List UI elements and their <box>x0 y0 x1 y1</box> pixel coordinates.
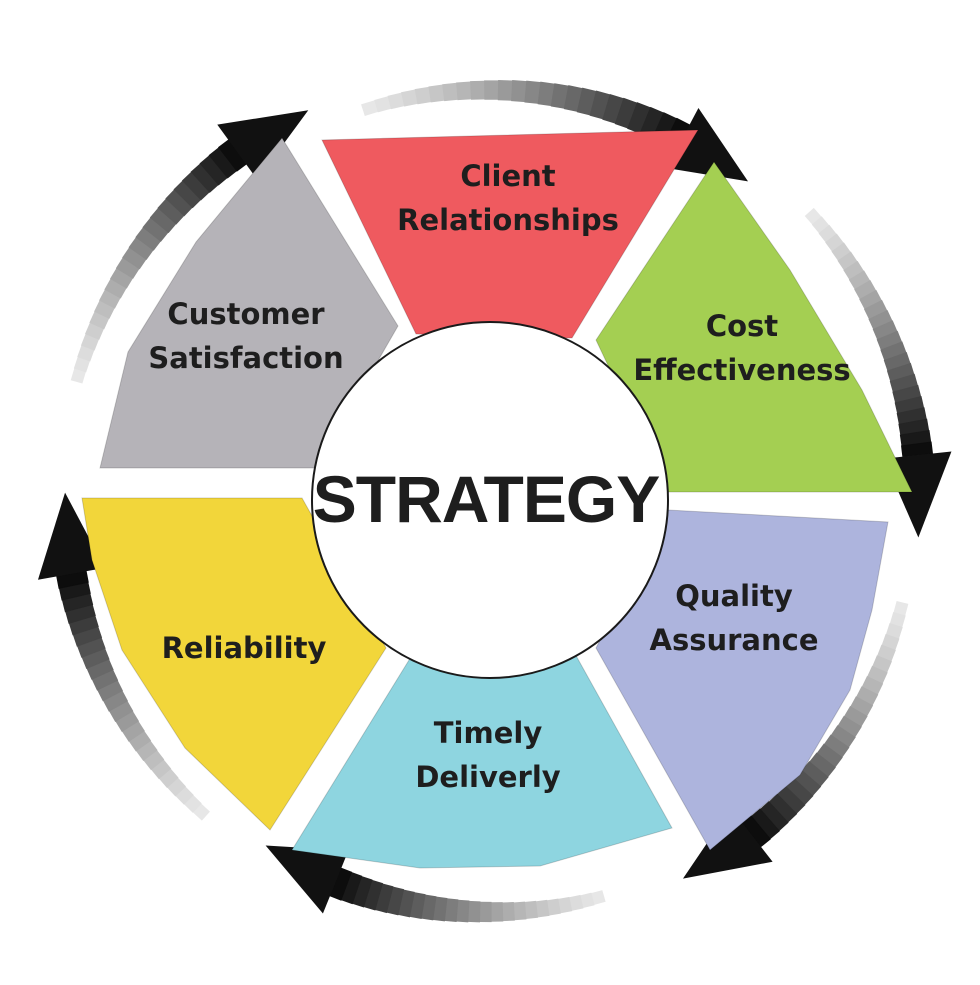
segment-label: Effectiveness <box>633 353 850 387</box>
arrow-tail-part <box>456 81 472 101</box>
segment-shape <box>99 137 399 469</box>
cycle-arrow <box>265 845 606 923</box>
segment-label: Cost <box>706 309 778 343</box>
cycle-arrows <box>37 79 952 923</box>
cycle-arrow <box>682 600 909 879</box>
arrow-tail-part <box>414 86 432 105</box>
arrow-tail-part <box>511 80 528 103</box>
segment-label: Customer <box>167 297 325 331</box>
segment-label: Assurance <box>650 623 819 657</box>
center-title: STRATEGY <box>313 462 659 536</box>
segment-reliability: Reliability <box>81 497 387 831</box>
arrow-tail-part <box>524 900 538 919</box>
cycle-arrow <box>70 110 309 384</box>
arrow-tail-part <box>329 867 353 901</box>
arrow-head <box>265 845 349 914</box>
arrow-tail-part <box>513 901 527 921</box>
segment-label: Deliverly <box>415 760 560 794</box>
arrow-tail-part <box>535 899 550 918</box>
segment-label: Satisfaction <box>148 341 343 375</box>
arrow-tail-part <box>467 900 481 923</box>
arrow-tail-part <box>497 79 513 101</box>
segment-label: Client <box>460 159 555 193</box>
cycle-arrow <box>37 492 210 821</box>
segments: ClientRelationshipsCostEffectivenessQual… <box>81 129 913 869</box>
segment-label: Relationships <box>397 203 619 237</box>
cycle-arrow <box>361 79 749 182</box>
arrow-tail-part <box>490 902 504 922</box>
arrow-tail-part <box>741 815 771 848</box>
arrow-tail-part <box>470 80 486 100</box>
arrow-tail-part <box>501 901 515 922</box>
segment-shape <box>321 129 699 339</box>
center-circle <box>311 321 669 679</box>
segment-label: Reliability <box>162 631 327 665</box>
arrow-tail-part <box>455 899 470 923</box>
arrow-tail-part <box>484 80 499 100</box>
center-hub: STRATEGY <box>311 321 669 679</box>
arrow-tail-part <box>479 901 492 923</box>
arrow-tail-part <box>56 570 89 589</box>
arrow-head <box>217 110 309 180</box>
segment-label: Timely <box>434 716 543 750</box>
arrow-head <box>666 107 749 182</box>
arrow-head <box>37 492 105 580</box>
segment-label: Quality <box>675 579 793 613</box>
segment-shape <box>595 509 889 851</box>
arrow-tail-part <box>428 84 445 103</box>
segment-shape <box>595 161 913 493</box>
arrow-head <box>682 808 773 879</box>
arrow-tail-part <box>442 82 459 102</box>
